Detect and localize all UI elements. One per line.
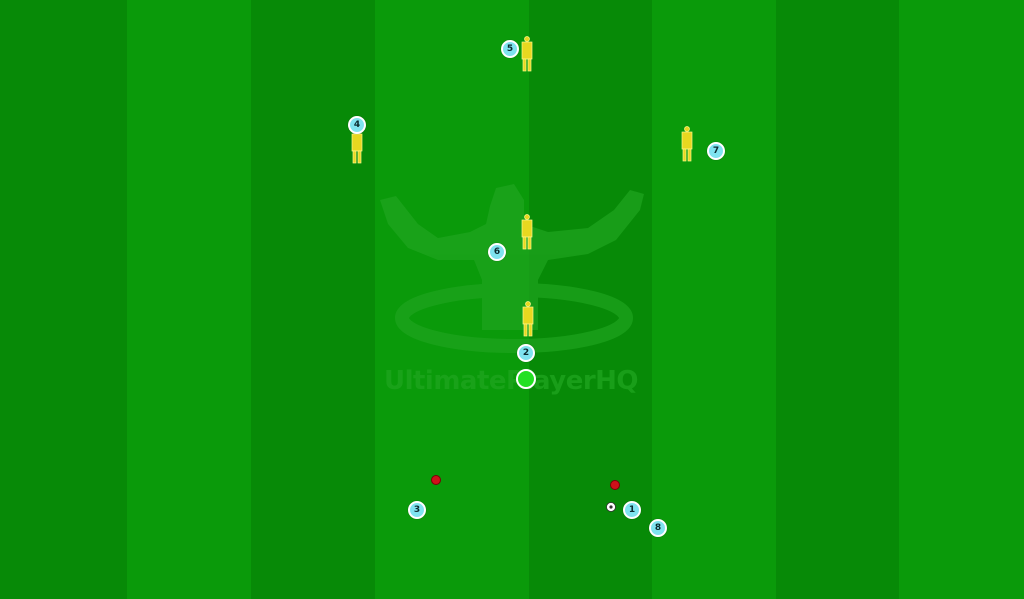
pitch-stripe	[251, 0, 375, 599]
soccer-ball-icon[interactable]	[606, 502, 616, 512]
mannequin-icon[interactable]	[521, 301, 535, 337]
player-8[interactable]: 8	[649, 519, 667, 537]
cone-icon[interactable]	[431, 475, 441, 485]
pitch-stripe	[0, 0, 127, 599]
watermark-text: UltimatePlayerHQ	[383, 366, 639, 396]
pitch-stripe	[776, 0, 899, 599]
player-4[interactable]: 4	[348, 116, 366, 134]
mannequin-icon[interactable]	[680, 126, 694, 162]
pitch-stripe	[899, 0, 1024, 599]
player-3[interactable]: 3	[408, 501, 426, 519]
player-7[interactable]: 7	[707, 142, 725, 160]
player-1[interactable]: 1	[623, 501, 641, 519]
position-marker[interactable]	[516, 369, 536, 389]
mannequin-icon[interactable]	[520, 214, 534, 250]
pitch-stripe	[652, 0, 776, 599]
mannequin-icon[interactable]	[520, 36, 534, 72]
player-6[interactable]: 6	[488, 243, 506, 261]
player-5[interactable]: 5	[501, 40, 519, 58]
watermark-logo	[380, 184, 644, 353]
pitch-stripe	[127, 0, 251, 599]
cone-icon[interactable]	[610, 480, 620, 490]
player-2[interactable]: 2	[517, 344, 535, 362]
